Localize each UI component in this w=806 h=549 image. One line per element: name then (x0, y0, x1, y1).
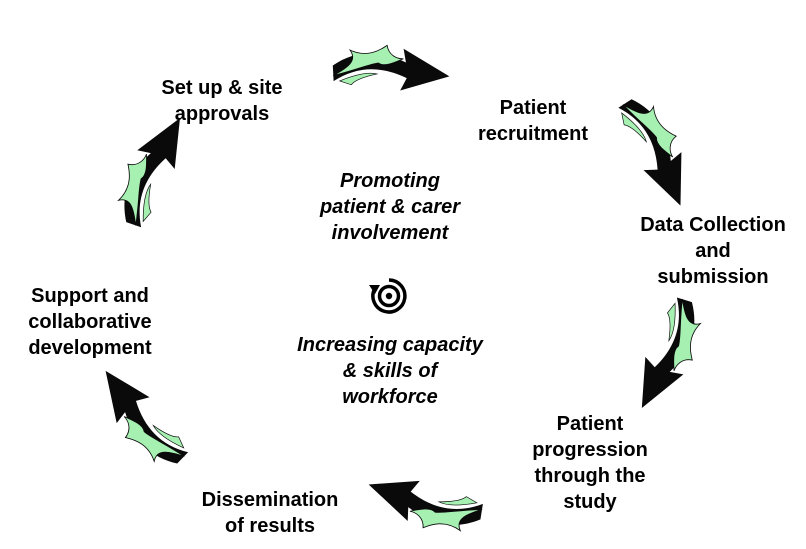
stage-line: of results (224, 515, 316, 537)
stage-line: submission (657, 266, 769, 288)
center-top-text: Promoting patient & carer involvement (280, 168, 500, 246)
stage-label-patient-recruitment: Patient recruitment (458, 95, 608, 147)
stage-line: study (563, 491, 617, 513)
center-line: Increasing capacity (297, 334, 483, 356)
stage-line: Data Collection (640, 214, 786, 236)
stage-line: Support and (31, 285, 149, 307)
stage-line: approvals (174, 103, 270, 125)
stage-label-patient-progression: Patient progression through the study (510, 411, 670, 515)
stage-line: collaborative (28, 311, 152, 333)
center-line: patient & carer (319, 196, 461, 218)
stage-line: recruitment (477, 123, 589, 145)
stage-line: Set up & site (161, 77, 283, 99)
center-line: & skills of (342, 360, 438, 382)
stage-line: progression (532, 439, 648, 461)
stage-line: and (695, 240, 731, 262)
stage-label-data-collection: Data Collection and submission (624, 212, 802, 290)
stage-label-set-up: Set up & site approvals (140, 75, 304, 127)
center-bottom-text: Increasing capacity & skills of workforc… (262, 332, 518, 410)
stage-line: Patient (556, 413, 624, 435)
arrow-3 (621, 293, 717, 419)
center-line: Promoting (340, 170, 440, 192)
arrow-4 (360, 463, 487, 546)
center-line: involvement (331, 222, 449, 244)
cycle-target-icon (369, 278, 407, 314)
arrow-1 (330, 37, 453, 99)
stage-label-dissemination: Dissemination of results (182, 487, 358, 539)
stage-line: through the (534, 465, 646, 487)
arrow-2 (615, 88, 702, 215)
stage-line: development (28, 337, 152, 359)
stage-label-support: Support and collaborative development (10, 283, 170, 361)
stage-line: Dissemination (201, 489, 339, 511)
center-line: workforce (342, 386, 438, 408)
arrow-5 (87, 357, 192, 480)
stage-line: Patient (499, 97, 567, 119)
